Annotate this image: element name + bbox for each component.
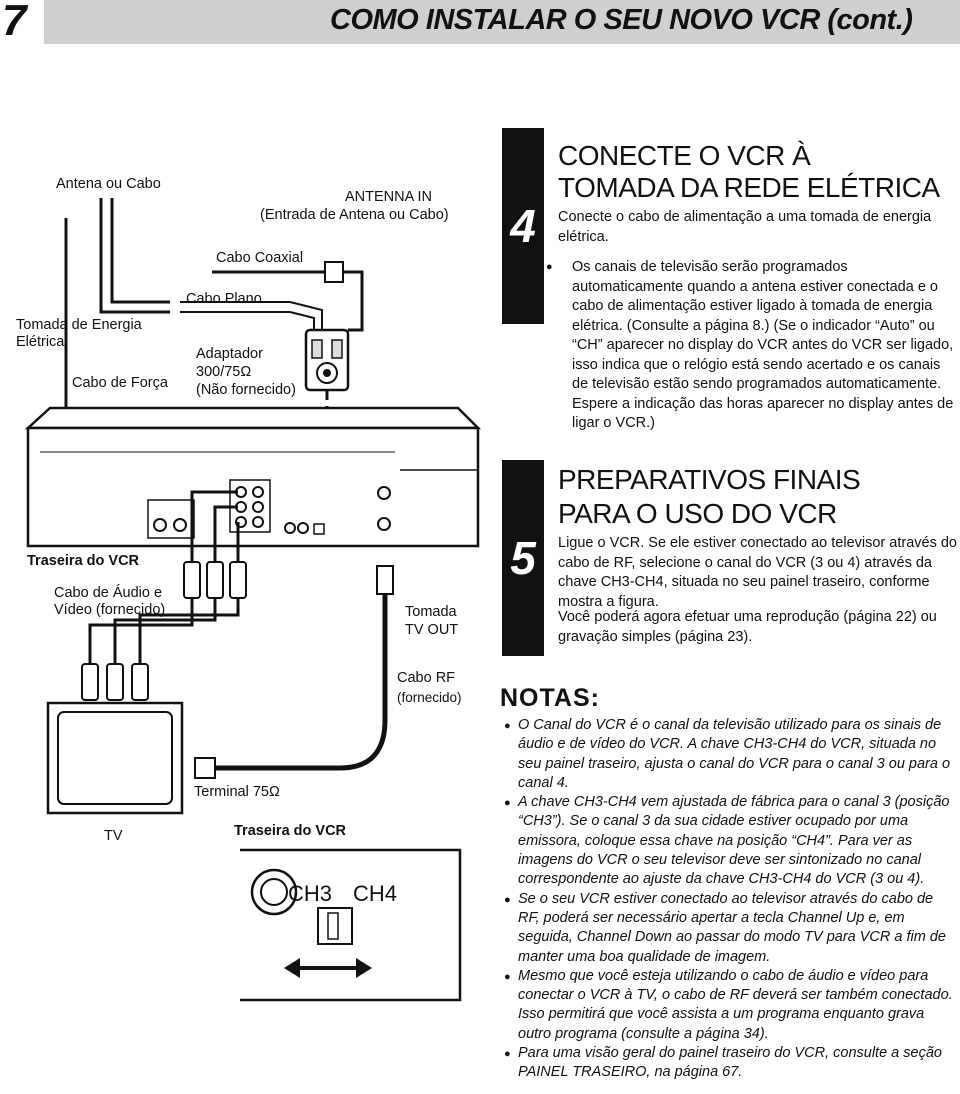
header-bar — [44, 0, 960, 44]
label-antenna-in-1: ANTENNA IN — [345, 189, 433, 205]
step-4-number: 4 — [502, 128, 544, 324]
label-antenna-in-2: (Entrada de Antena ou Cabo) — [260, 207, 449, 223]
page-number: 7 — [2, 0, 27, 45]
note-text: Mesmo que você esteja utilizando o cabo … — [518, 967, 953, 1042]
step-5-title-1: PREPARATIVOS FINAIS — [558, 464, 861, 495]
label-adapter-2: 300/75Ω — [196, 364, 252, 380]
bullet-icon: ● — [504, 970, 511, 983]
step-4-bullet: ● Os canais de televisão serão programad… — [546, 258, 958, 434]
notes-list: ● O Canal do VCR é o canal da televisão u… — [504, 716, 956, 1083]
bullet-icon: ● — [546, 261, 553, 273]
label-av-cable-2: Vídeo (fornecido) — [54, 602, 166, 618]
label-adapter-3: (Não fornecido) — [196, 382, 296, 398]
note-item: ● Para uma visão geral do painel traseiro… — [504, 1044, 956, 1083]
label-coaxial-cable: Cabo Coaxial — [216, 250, 304, 266]
note-item: ● Se o seu VCR estiver conectado ao telev… — [504, 890, 956, 967]
note-text: A chave CH3-CH4 vem ajustada de fábrica … — [518, 794, 950, 888]
label-antenna-or-cable: Antena ou Cabo — [56, 176, 161, 192]
note-text: Se o seu VCR estiver conectado ao televi… — [518, 890, 946, 965]
note-text: O Canal do VCR é o canal da televisão ut… — [518, 717, 951, 791]
step-4-title-1: CONECTE O VCR À — [558, 140, 811, 171]
label-rf-cable-1: Cabo RF — [397, 670, 456, 686]
label-power-outlet-1: Tomada de Energia — [16, 317, 142, 333]
step-5-title-2: PARA O USO DO VCR — [558, 498, 837, 529]
connection-diagram — [24, 198, 482, 1002]
label-vcr-rear-2: Traseira do VCR — [234, 823, 347, 839]
step-4-title-2: TOMADA DA REDE ELÉTRICA — [558, 172, 940, 203]
label-power-cable: Cabo de Força — [72, 375, 168, 391]
note-item: ● Mesmo que você esteja utilizando o cabo… — [504, 967, 956, 1044]
label-adapter-1: Adaptador — [196, 346, 263, 362]
note-item: ● A chave CH3-CH4 vem ajustada de fábrica… — [504, 793, 956, 889]
label-tv-out-2: TV OUT — [405, 622, 459, 638]
label-tv: TV — [104, 828, 123, 844]
label-tv-out-1: Tomada — [405, 604, 457, 620]
note-text: Para uma visão geral do painel traseiro … — [518, 1045, 942, 1081]
step-5-number: 5 — [502, 460, 544, 656]
bullet-icon: ● — [504, 893, 511, 906]
note-item: ● O Canal do VCR é o canal da televisão u… — [504, 716, 956, 793]
step-5-para-2: Você poderá agora efetuar uma reprodução… — [558, 609, 937, 645]
bullet-icon: ● — [504, 797, 511, 810]
step-4-bullet-text: Os canais de televisão serão programados… — [572, 259, 954, 431]
notes-title: NOTAS: — [500, 684, 600, 712]
label-terminal: Terminal 75Ω — [194, 784, 280, 800]
label-rf-cable-2: (fornecido) — [397, 690, 462, 705]
step-4-intro: Conecte o cabo de alimentação a uma toma… — [558, 209, 932, 245]
label-ch3: CH3 — [288, 881, 333, 906]
label-vcr-rear: Traseira do VCR — [27, 553, 140, 569]
label-ch4: CH4 — [353, 881, 398, 906]
label-power-outlet-2: Elétrica — [16, 334, 65, 350]
label-flat-cable: Cabo Plano — [186, 291, 262, 307]
bullet-icon: ● — [504, 720, 511, 732]
step-5-para-1: Ligue o VCR. Se ele estiver conectado ao… — [558, 535, 957, 610]
label-av-cable-1: Cabo de Áudio e — [54, 585, 163, 601]
bullet-icon: ● — [504, 1048, 511, 1061]
page-title: COMO INSTALAR O SEU NOVO VCR (cont.) — [330, 4, 913, 36]
